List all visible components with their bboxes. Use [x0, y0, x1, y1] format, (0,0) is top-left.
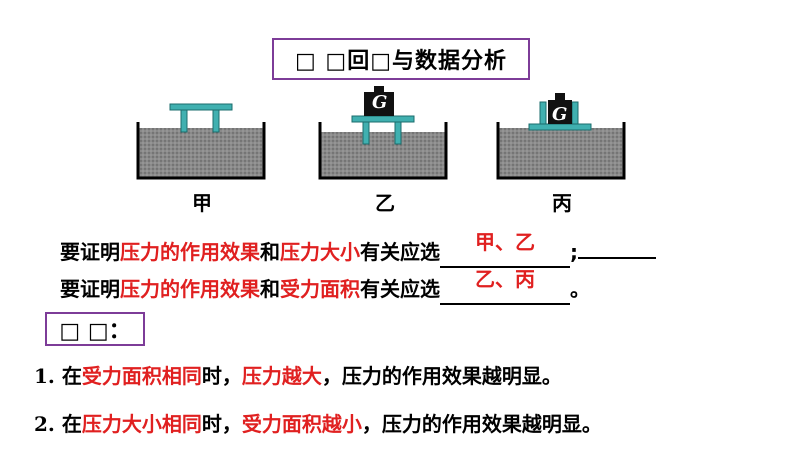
weight-label-bing: G: [552, 104, 568, 125]
caption-yi: 乙: [375, 191, 395, 215]
conclusion-1: 1. 在受力面积相同时，压力越大，压力的作用效果越明显。: [34, 364, 562, 388]
answer-blank-2[interactable]: [578, 231, 656, 259]
setup-jia: [136, 103, 266, 180]
setup-yi: [318, 86, 448, 180]
caption-jia: 甲: [192, 191, 212, 215]
setup-bing: [496, 93, 626, 180]
question-line-2: 要证明压力的作用效果和受力面积有关应选乙、丙。: [60, 267, 590, 305]
question-line-1: 要证明压力的作用效果和压力大小有关应选甲、乙;: [60, 230, 656, 268]
section-title: □ □回□与数据分析: [272, 38, 530, 80]
weight-label-yi: G: [372, 92, 388, 113]
caption-bing: 丙: [552, 191, 572, 215]
conclusion-2: 2. 在压力大小相同时，受力面积越小，压力的作用效果越明显。: [34, 412, 602, 436]
answer-blank-3[interactable]: 乙、丙: [440, 267, 570, 305]
answer-blank-1[interactable]: 甲、乙: [440, 230, 570, 268]
conclusion-label: □ □：: [45, 312, 145, 346]
apparatus-diagram: [136, 86, 626, 180]
